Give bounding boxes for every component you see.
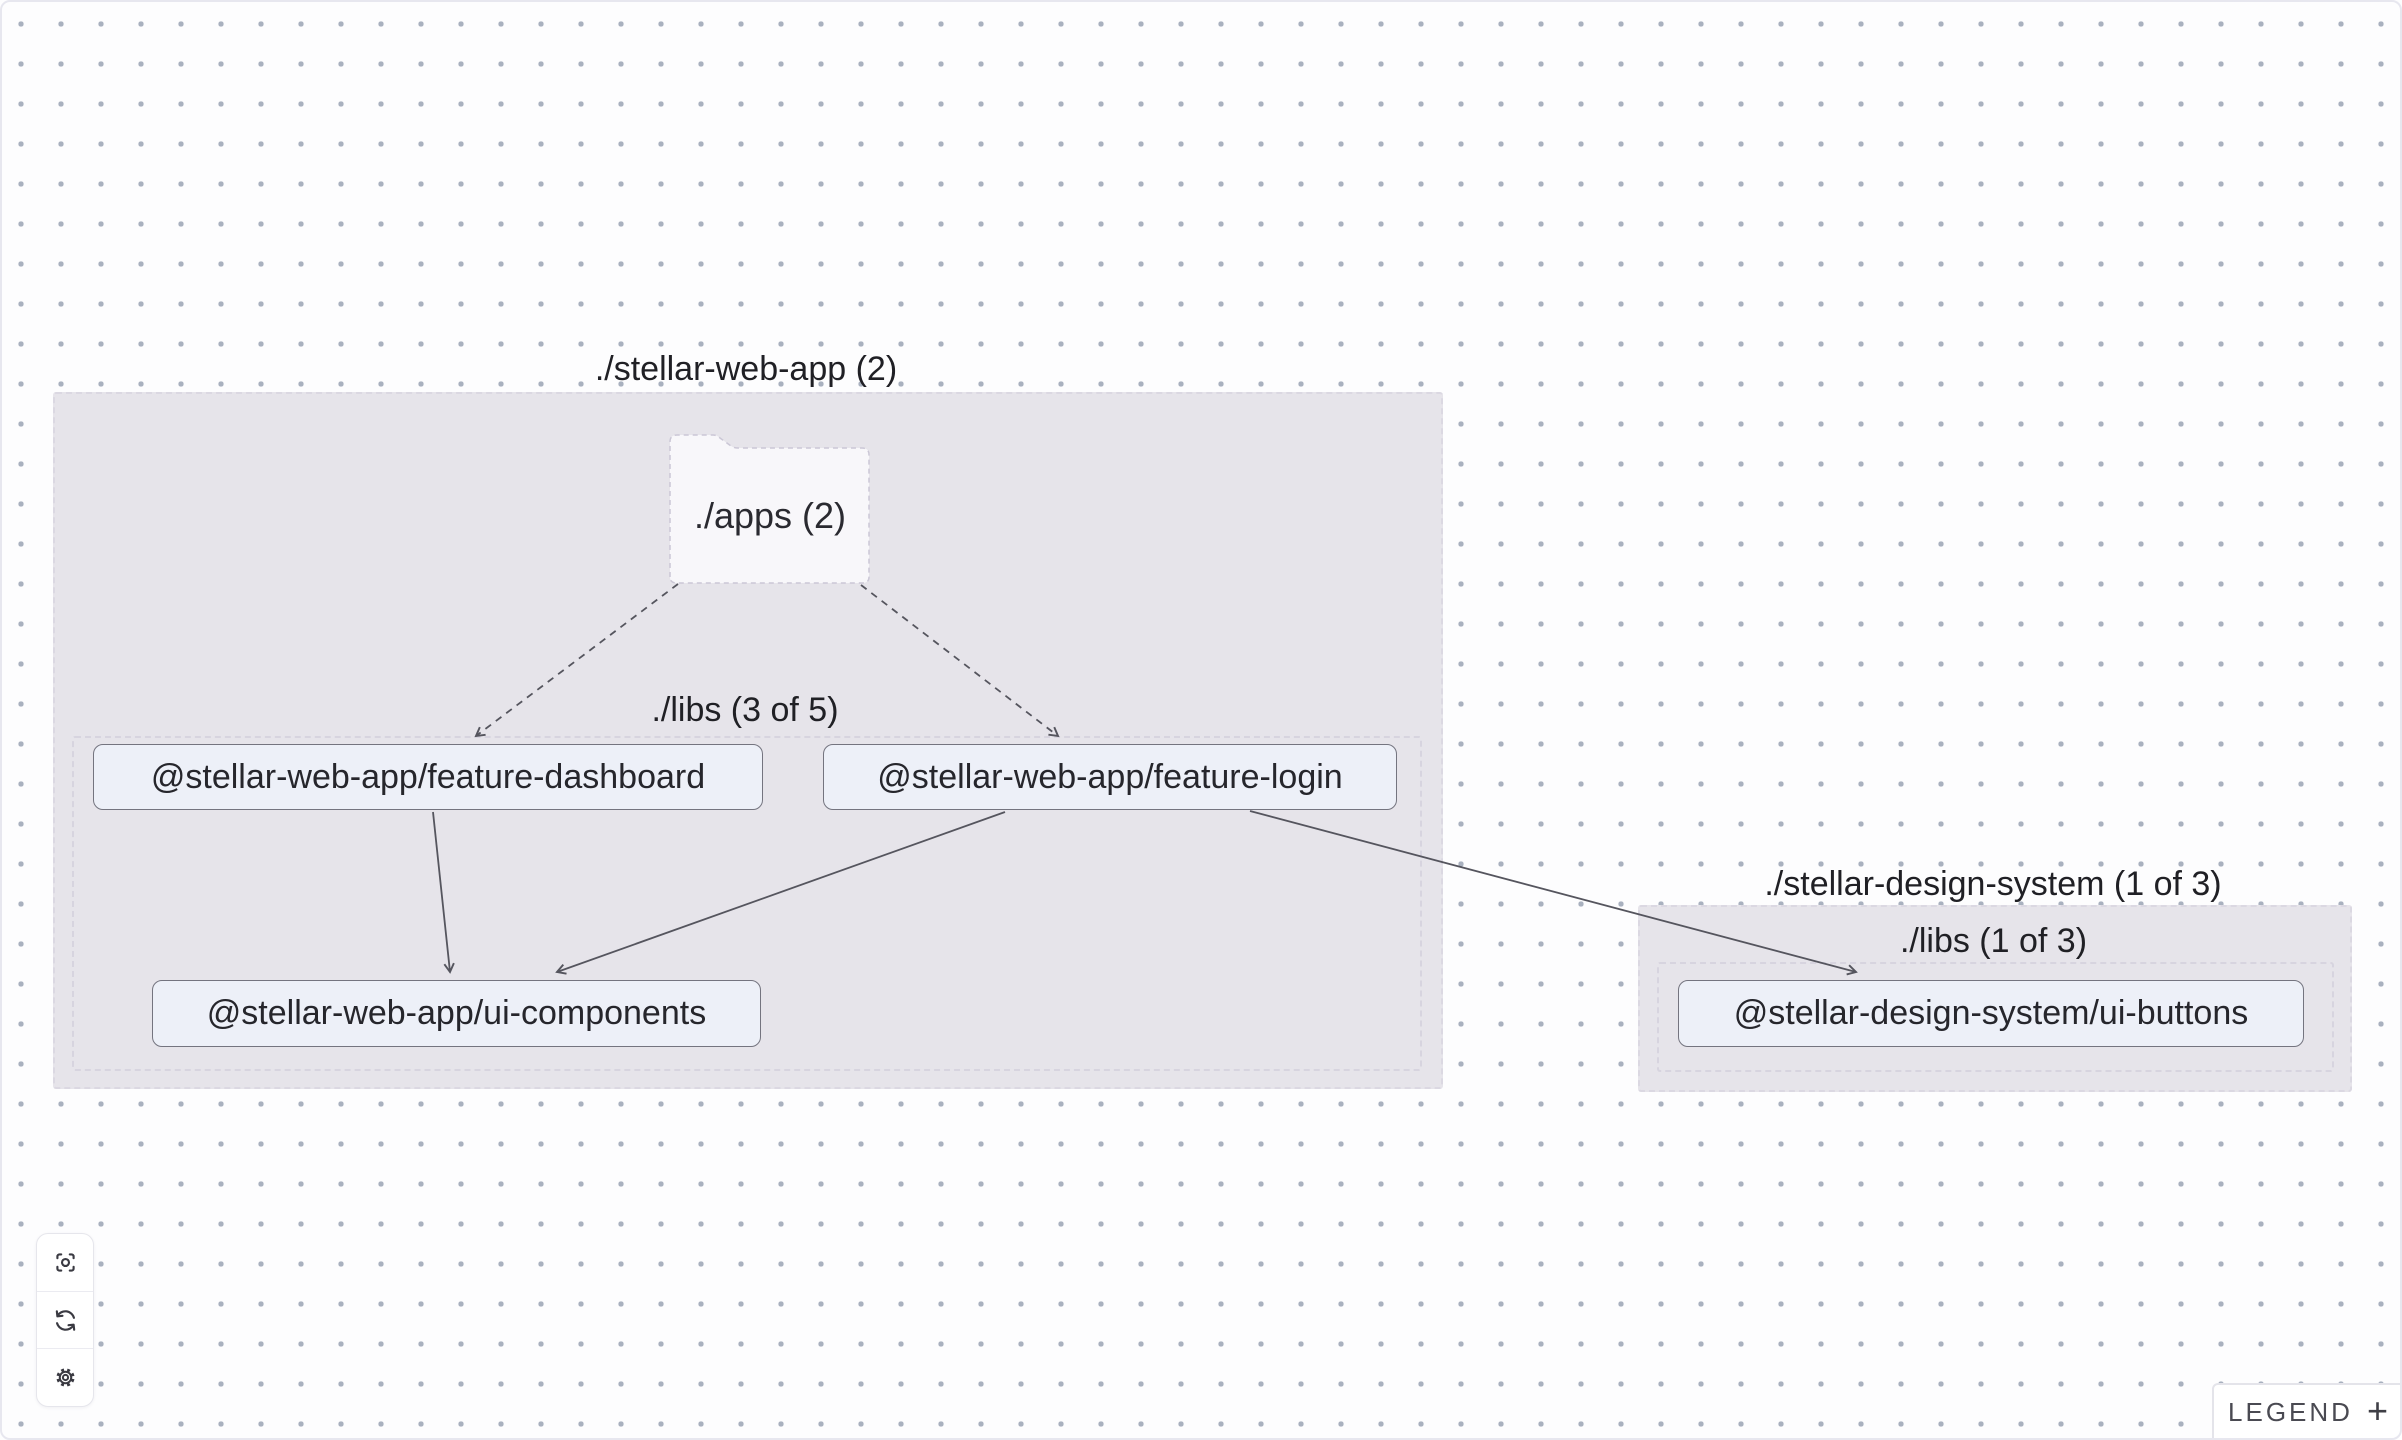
edge-apps-to-feature-dashboard[interactable] <box>474 583 679 738</box>
folder-node-apps[interactable] <box>669 433 871 585</box>
legend-label: LEGEND <box>2228 1397 2353 1427</box>
edge-feature-login-to-ui-buttons[interactable] <box>1249 810 1858 976</box>
legend-expand-icon: + <box>2366 1390 2388 1431</box>
group-title-stellar-design-system: ./stellar-design-system (1 of 3) <box>1764 864 2222 903</box>
focus-view-button[interactable] <box>37 1234 93 1291</box>
node-feature-dashboard[interactable]: @stellar-web-app/feature-dashboard <box>93 744 763 810</box>
focus-icon <box>55 1253 75 1272</box>
subgroup-label-design-system-libs: ./libs (1 of 3) <box>1899 921 2088 960</box>
group-title-stellar-web-app: ./stellar-web-app (2) <box>594 349 898 388</box>
subgroup-label-web-app-libs: ./libs (3 of 5) <box>651 690 839 729</box>
subgroup-stellar-design-system-libs <box>1657 962 2334 1072</box>
node-ui-components[interactable]: @stellar-web-app/ui-components <box>152 980 761 1047</box>
gear-icon <box>55 1368 75 1387</box>
edge-feature-login-to-ui-components[interactable] <box>555 811 1006 975</box>
subgroup-stellar-web-app-libs <box>72 736 1422 1071</box>
edge-apps-to-feature-login[interactable] <box>860 584 1060 738</box>
settings-button[interactable] <box>37 1348 93 1406</box>
canvas-toolbar <box>36 1233 94 1407</box>
refresh-graph-button[interactable] <box>37 1290 93 1349</box>
legend-toggle-button[interactable]: LEGEND + <box>2212 1383 2402 1440</box>
node-ui-buttons[interactable]: @stellar-design-system/ui-buttons <box>1678 980 2304 1047</box>
edge-feature-dashboard-to-ui-components[interactable] <box>432 811 455 974</box>
folder-node-label: ./apps (2) <box>693 494 847 536</box>
folder-icon <box>669 434 870 584</box>
refresh-icon <box>55 1309 75 1331</box>
node-feature-login[interactable]: @stellar-web-app/feature-login <box>823 744 1397 810</box>
